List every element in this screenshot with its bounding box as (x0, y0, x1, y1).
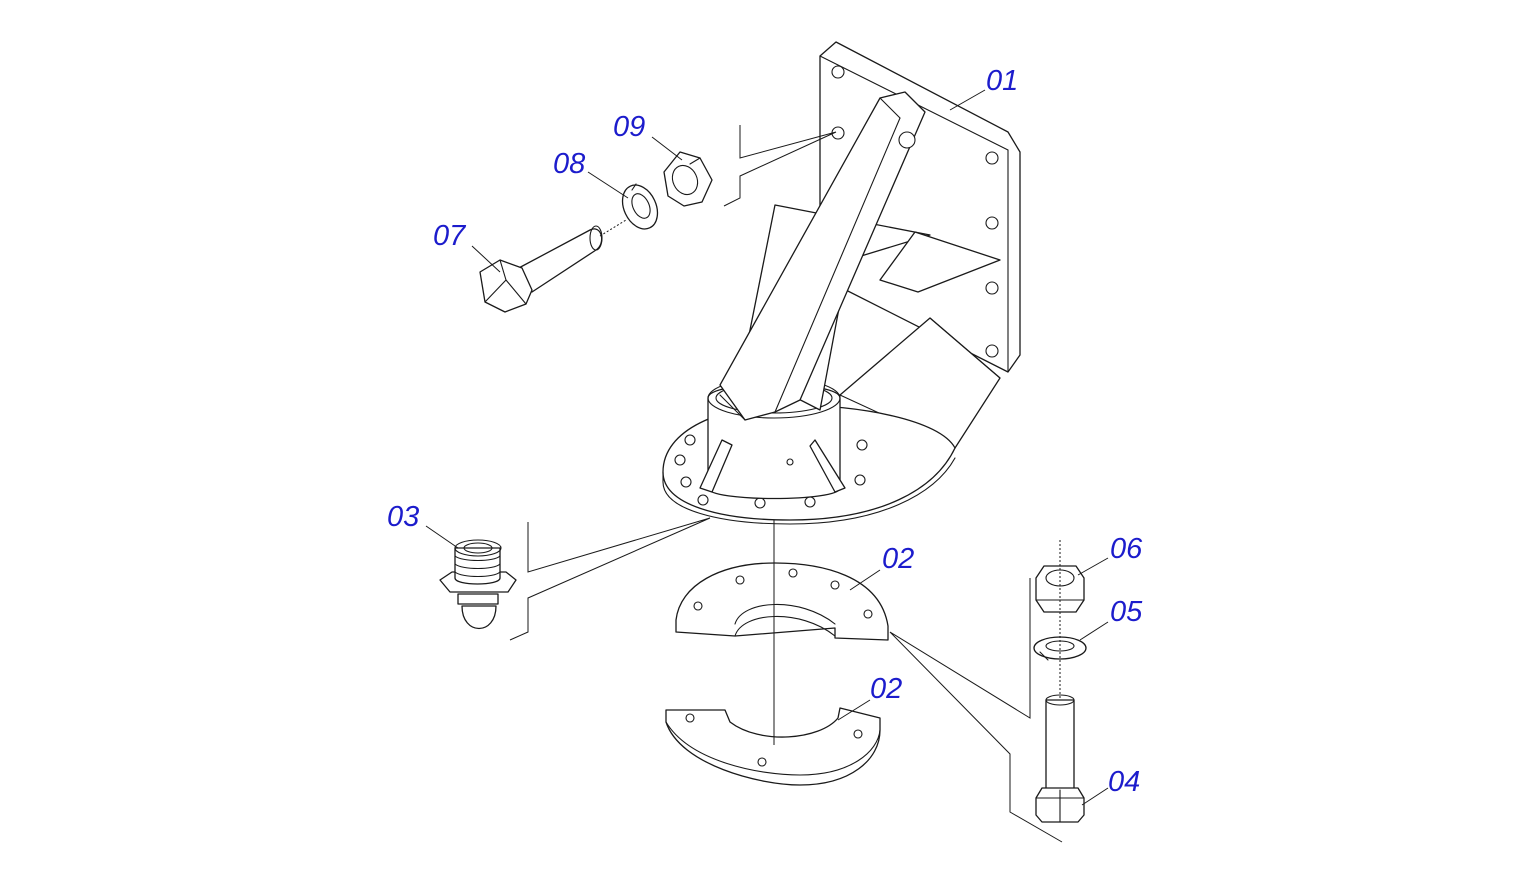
leader-01 (949, 89, 986, 111)
leader-04 (1081, 787, 1109, 806)
part-08-lock-washer (621, 183, 659, 230)
part-09-hex-nut (663, 151, 713, 207)
leader-07 (471, 245, 501, 273)
callout-06: 06 (1110, 533, 1143, 565)
leader-02b (837, 699, 871, 721)
assembly-line-04 (889, 578, 1063, 843)
leader-02a (849, 569, 881, 591)
part-03-grease-fitting (439, 539, 517, 630)
assembly-centerline-07 (599, 219, 627, 237)
part-01-mounting-bracket (662, 41, 1021, 525)
leader-09 (651, 136, 683, 161)
callout-02-upper: 02 (882, 543, 914, 575)
part-04-hex-bolt (1035, 694, 1085, 823)
part-07-hex-bolt (479, 225, 603, 313)
leader-03 (425, 525, 459, 549)
callout-07: 07 (433, 220, 467, 252)
leader-06 (1077, 557, 1109, 576)
callout-01: 01 (986, 65, 1018, 97)
part-02-upper-half-ring (675, 562, 889, 641)
callout-09: 09 (613, 111, 645, 143)
assembly-line-03 (509, 517, 711, 641)
assembly-line-07 (723, 125, 837, 207)
callout-03: 03 (387, 501, 419, 533)
part-02-lower-half-ring (665, 707, 881, 786)
leader-08 (587, 171, 629, 199)
leader-05 (1079, 621, 1109, 641)
callout-08: 08 (553, 148, 585, 180)
callout-02-lower: 02 (870, 673, 902, 705)
callout-04: 04 (1108, 766, 1140, 798)
callout-05: 05 (1110, 596, 1143, 628)
